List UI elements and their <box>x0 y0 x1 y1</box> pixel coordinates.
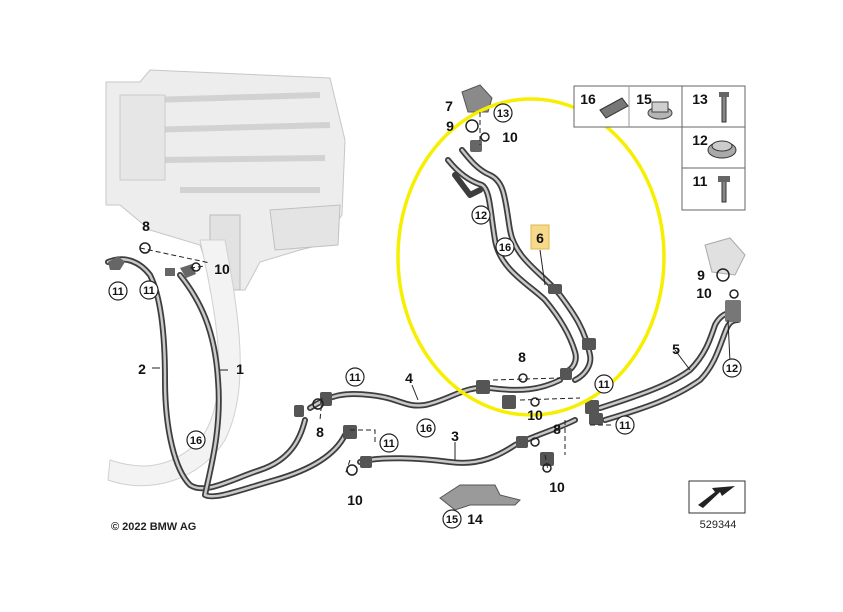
callout-8: 8 <box>316 424 324 440</box>
callout-16: 16 <box>420 423 432 435</box>
callout-10: 10 <box>214 261 230 277</box>
panel-label-12: 12 <box>692 132 708 148</box>
callout-8: 8 <box>142 218 150 234</box>
callout-11: 11 <box>383 438 395 450</box>
line-6 <box>445 84 596 383</box>
callout-6: 6 <box>536 230 544 246</box>
callout-8: 8 <box>553 421 561 437</box>
panel-label-15: 15 <box>636 91 652 107</box>
callout-16: 16 <box>190 435 202 447</box>
callout-11: 11 <box>112 286 124 298</box>
callouts: 11 11 16 11 16 11 15 11 11 12 16 13 12 8… <box>108 91 742 529</box>
callout-15: 15 <box>446 514 458 526</box>
panel-label-11: 11 <box>693 173 708 189</box>
image-number: 529344 <box>700 519 737 531</box>
line-5 <box>585 237 746 425</box>
hvac-housing <box>105 69 346 487</box>
bracket-14 <box>439 484 521 511</box>
callout-9: 9 <box>697 267 705 283</box>
callout-5: 5 <box>672 341 680 357</box>
callout-11: 11 <box>143 285 155 297</box>
callout-11: 11 <box>598 379 610 391</box>
panel-label-16: 16 <box>580 91 596 107</box>
highlight-label-bg <box>530 224 550 250</box>
callout-2: 2 <box>138 361 146 377</box>
callout-10: 10 <box>549 479 565 495</box>
callout-1: 1 <box>236 361 244 377</box>
callout-7: 7 <box>445 98 453 114</box>
callout-10: 10 <box>527 407 543 423</box>
arrow-icon-box <box>688 480 746 514</box>
callout-12: 12 <box>726 363 738 375</box>
callout-12: 12 <box>475 210 487 222</box>
copyright-text: © 2022 BMW AG <box>111 521 196 533</box>
callout-11: 11 <box>349 372 361 384</box>
callout-4: 4 <box>405 370 413 386</box>
callout-11: 11 <box>619 420 631 432</box>
callout-16: 16 <box>499 242 511 254</box>
callout-3: 3 <box>451 428 459 444</box>
callout-10: 10 <box>502 129 518 145</box>
line-3 <box>357 417 578 468</box>
highlight-ellipse <box>396 97 666 417</box>
callout-14: 14 <box>467 511 483 527</box>
callout-13: 13 <box>497 108 509 120</box>
callout-8: 8 <box>518 349 526 365</box>
parts-panel <box>573 85 746 211</box>
panel-label-13: 13 <box>692 91 708 107</box>
line-4 <box>294 377 563 439</box>
callout-9: 9 <box>446 118 454 134</box>
callout-10: 10 <box>347 492 363 508</box>
line-1-and-2 <box>105 256 348 500</box>
callout-10: 10 <box>696 285 712 301</box>
